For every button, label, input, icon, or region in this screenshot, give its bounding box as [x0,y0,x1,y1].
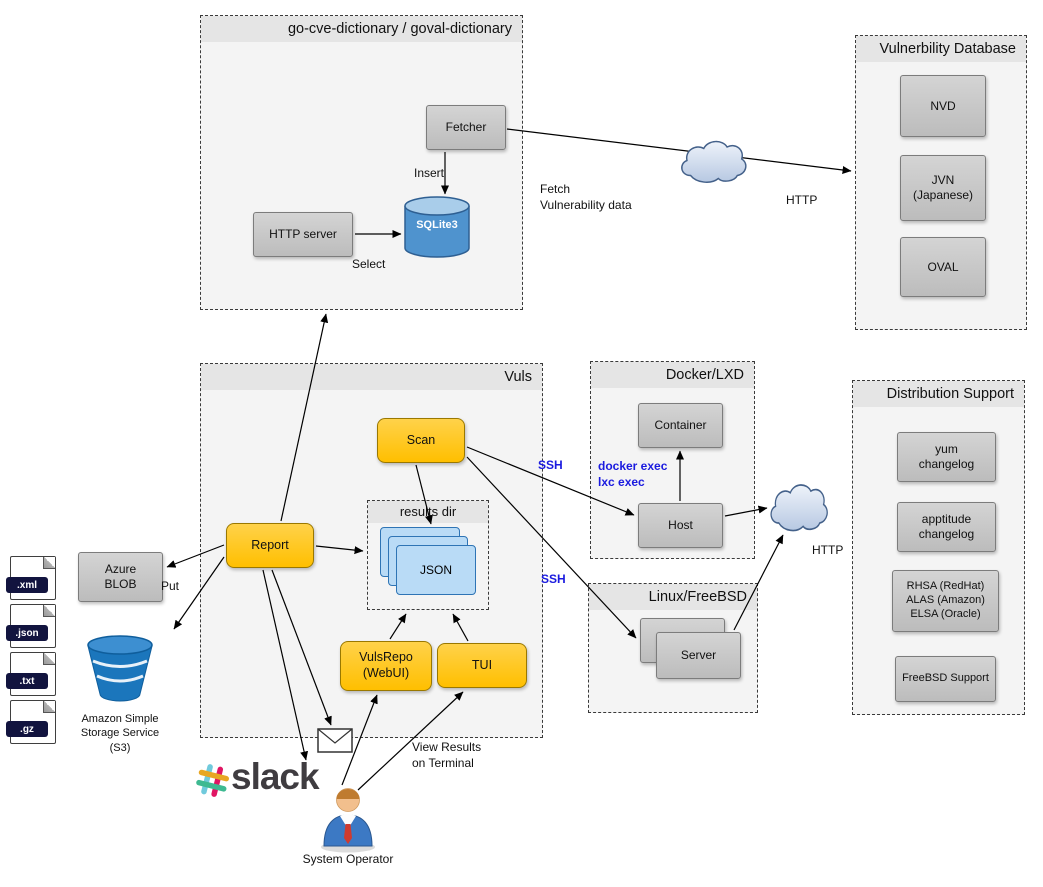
file-fold-icon [43,701,55,713]
file-label-gz: .gz [6,721,48,737]
group-vulnerability-database-title: Vulnerbility Database [856,36,1026,62]
group-distribution-support-title: Distribution Support [853,381,1024,407]
node-fetcher: Fetcher [426,105,506,150]
group-docker-lxd-title: Docker/LXD [591,362,754,388]
label-sqlite3: SQLite3 [416,219,458,231]
internet-cloud-icon-bottom [770,484,829,532]
label-http-top: HTTP [786,193,818,207]
node-http-server: HTTP server [253,212,353,257]
label-s3: Amazon Simple Storage Service (S3) [80,713,160,754]
label-insert: Insert [413,166,444,180]
node-apptitude-changelog: apptitude changelog [897,502,996,552]
group-go-cve-dictionary-title: go-cve-dictionary / goval-dictionary [201,16,522,42]
node-oval: OVAL [900,237,986,297]
label-system-operator: System Operator [302,852,394,866]
node-report: Report [226,523,314,568]
file-label-xml: .xml [6,577,48,593]
group-go-cve-dictionary: go-cve-dictionary / goval-dictionary [200,15,523,310]
group-linux-freebsd-title: Linux/FreeBSD [589,584,757,610]
label-view-results: View Results on Terminal [412,740,482,770]
node-scan: Scan [377,418,465,463]
label-ssh-docker: SSH [538,458,563,472]
file-icon-gz: .gz [6,700,56,744]
file-label-txt: .txt [6,673,48,689]
file-icon-xml: .xml [6,556,56,600]
s3-bucket-icon [87,635,153,702]
group-vuls-title: Vuls [201,364,542,390]
group-results-dir-title: results dir [368,501,488,523]
node-nvd: NVD [900,75,986,137]
label-fetch-vulnerability-data: Fetch Vulnerability data [540,182,632,212]
file-label-json: .json [6,625,48,641]
node-yum-changelog: yum changelog [897,432,996,482]
node-host: Host [638,503,723,548]
file-icon-json: .json [6,604,56,648]
label-docker-exec: docker exec lxc exec [598,459,668,489]
label-select: Select [352,257,386,271]
label-http-bottom: HTTP [812,543,844,557]
node-tui: TUI [437,643,527,688]
label-ssh-linux: SSH [541,572,566,586]
json-doc-front: JSON [396,545,476,595]
slack-logo-icon [196,764,230,797]
system-operator-icon [321,788,375,853]
node-jvn: JVN (Japanese) [900,155,986,221]
slack-wordmark: slack [231,756,320,797]
node-freebsd-support: FreeBSD Support [895,656,996,702]
file-fold-icon [43,557,55,569]
node-azure-blob: Azure BLOB [78,552,163,602]
file-icon-txt: .txt [6,652,56,696]
file-fold-icon [43,605,55,617]
internet-cloud-icon-top [681,140,747,183]
node-vulsrepo: VulsRepo (WebUI) [340,641,432,691]
node-server: Server [656,632,741,679]
node-container: Container [638,403,723,448]
label-put: Put [160,579,179,593]
file-fold-icon [43,653,55,665]
node-rhsa-alas-elsa: RHSA (RedHat) ALAS (Amazon) ELSA (Oracle… [892,570,999,632]
